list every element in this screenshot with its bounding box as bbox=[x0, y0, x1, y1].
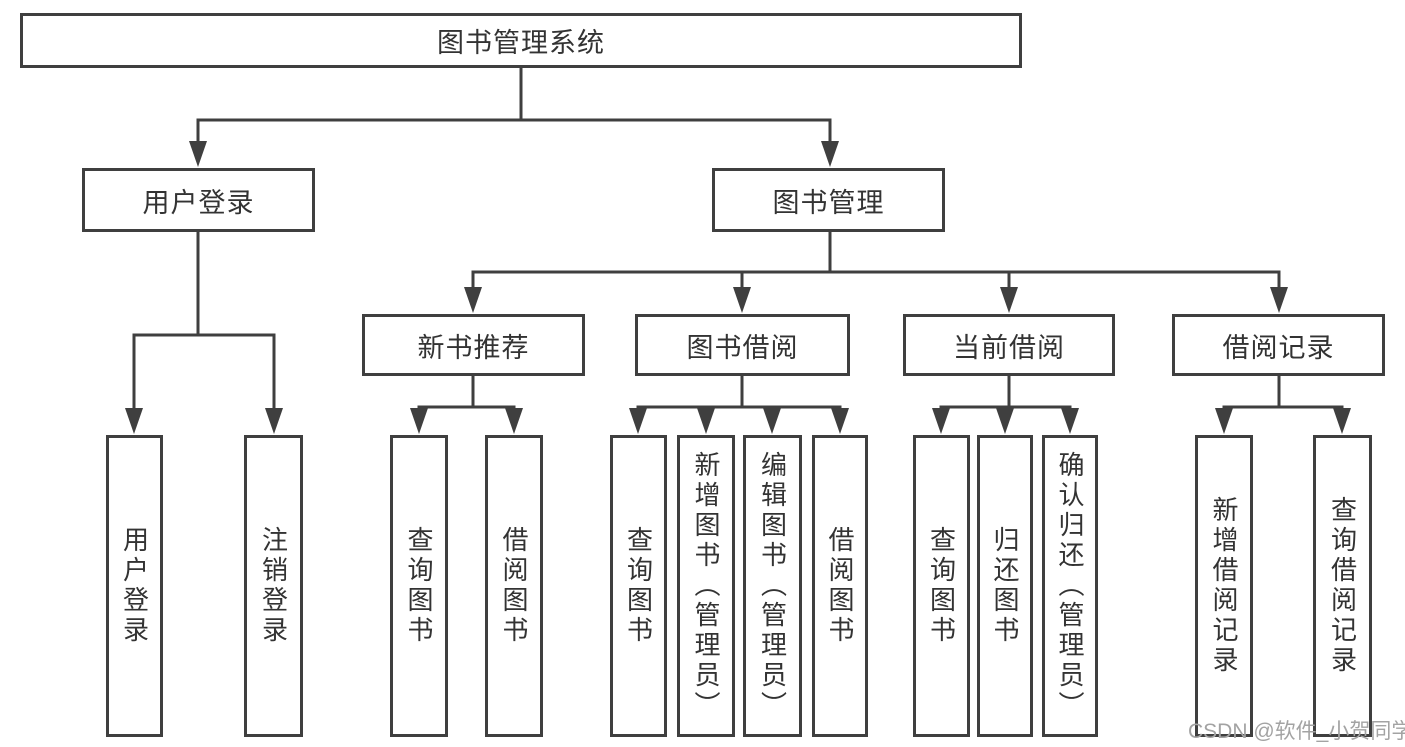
node-library-management-system: 图书管理系统 bbox=[20, 13, 1022, 68]
leaf-logout: 注销登录 bbox=[244, 435, 303, 737]
leaf-user-login: 用户登录 bbox=[106, 435, 163, 737]
csdn-watermark: CSDN @软件_小贺同学 bbox=[1188, 720, 1405, 743]
node-new-book-recommendation: 新书推荐 bbox=[362, 314, 585, 376]
leaf-query-borrow-record: 查询借阅记录 bbox=[1313, 435, 1372, 737]
node-current-borrowing: 当前借阅 bbox=[903, 314, 1115, 376]
leaf-query-books-borrowing: 查询图书 bbox=[610, 435, 667, 737]
leaf-borrow-books-recommend: 借阅图书 bbox=[485, 435, 543, 737]
leaf-edit-books-admin: 编辑图书（管理员） bbox=[743, 435, 802, 737]
leaf-query-books-current: 查询图书 bbox=[913, 435, 970, 737]
leaf-add-books-admin: 新增图书（管理员） bbox=[677, 435, 735, 737]
leaf-return-books: 归还图书 bbox=[977, 435, 1033, 737]
node-book-borrowing: 图书借阅 bbox=[635, 314, 850, 376]
node-user-login: 用户登录 bbox=[82, 168, 315, 232]
node-borrowing-records: 借阅记录 bbox=[1172, 314, 1385, 376]
leaf-add-borrow-record: 新增借阅记录 bbox=[1195, 435, 1253, 737]
leaf-borrow-books-borrowing: 借阅图书 bbox=[812, 435, 868, 737]
leaf-confirm-return-admin: 确认归还（管理员） bbox=[1042, 435, 1098, 737]
node-book-management: 图书管理 bbox=[712, 168, 945, 232]
leaf-query-books-recommend: 查询图书 bbox=[390, 435, 448, 737]
